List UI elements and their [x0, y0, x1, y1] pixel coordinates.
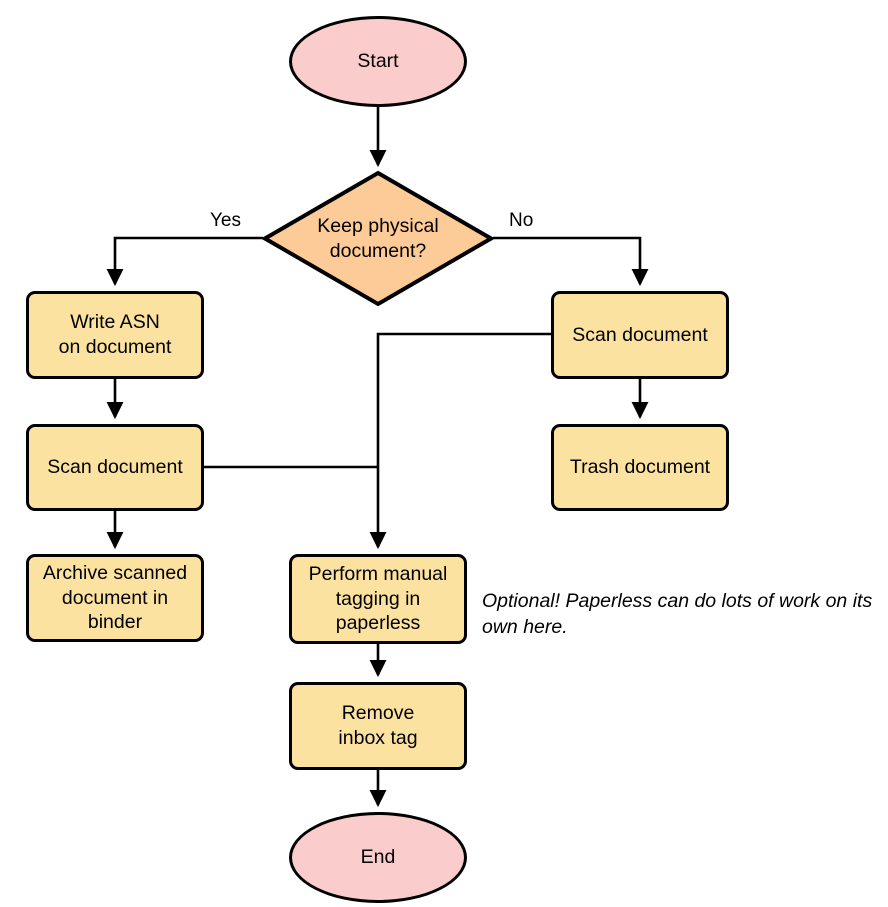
node-scan-document-right[interactable]: Scan document: [551, 291, 729, 379]
node-write-asn[interactable]: Write ASN on document: [26, 291, 204, 379]
node-trash-document-label: Trash document: [569, 456, 711, 479]
node-decision[interactable]: Keep physical document?: [262, 170, 494, 307]
edge-scan-right-to-tagging: [369, 332, 551, 550]
node-scan-document-right-label: Scan document: [572, 323, 708, 346]
node-archive-document[interactable]: Archive scanned document in binder: [26, 554, 204, 642]
diamond-shape: [262, 170, 494, 307]
node-write-asn-label: Write ASN on document: [58, 311, 172, 358]
node-trash-document[interactable]: Trash document: [551, 424, 729, 511]
node-scan-document-left-label: Scan document: [47, 456, 183, 479]
node-start[interactable]: Start: [289, 16, 467, 107]
node-end[interactable]: End: [289, 812, 467, 903]
node-end-label: End: [360, 846, 396, 869]
edge-label-yes: Yes: [210, 210, 241, 231]
node-perform-manual-tagging-label: Perform manual tagging in paperless: [308, 562, 448, 635]
node-remove-inbox-tag-label: Remove inbox tag: [338, 702, 418, 749]
note-optional: Optional! Paperless can do lots of work …: [482, 590, 873, 639]
node-scan-document-left[interactable]: Scan document: [26, 424, 204, 511]
edge-decision-yes-to-write-asn: [106, 236, 263, 287]
node-start-label: Start: [357, 50, 399, 73]
node-archive-document-label: Archive scanned document in binder: [42, 561, 188, 634]
edge-label-no: No: [509, 210, 534, 231]
node-remove-inbox-tag[interactable]: Remove inbox tag: [289, 682, 467, 770]
node-perform-manual-tagging[interactable]: Perform manual tagging in paperless: [289, 554, 467, 644]
edge-decision-no-to-scan-right: [493, 236, 649, 287]
